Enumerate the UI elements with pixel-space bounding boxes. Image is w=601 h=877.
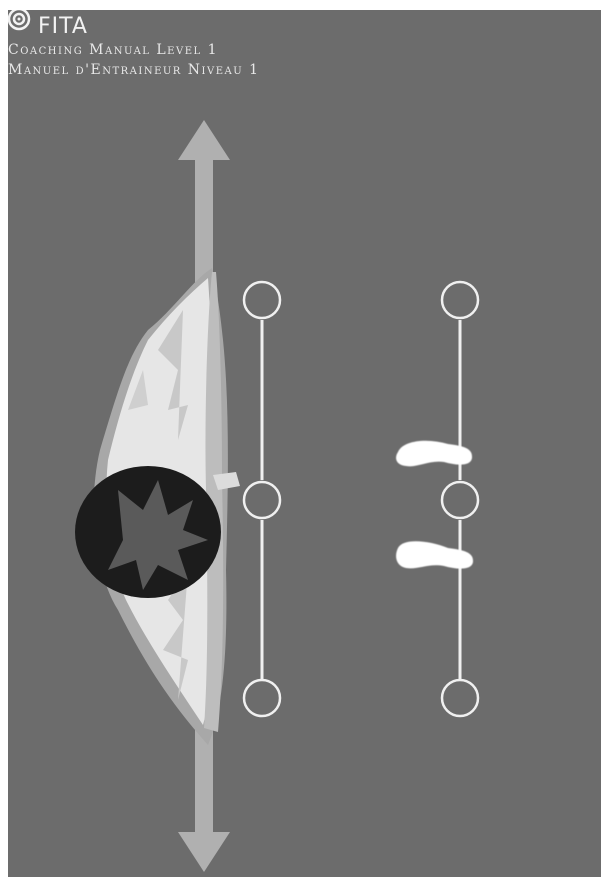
rail-ring-top <box>442 282 478 318</box>
arrow-down-icon <box>178 832 230 872</box>
archer-top-view-icon <box>75 268 240 745</box>
stance-diagram <box>8 10 601 877</box>
rail-ring-bottom <box>244 680 280 716</box>
arrow-up-icon <box>178 120 230 160</box>
alignment-rail-right <box>442 282 478 716</box>
alignment-rail-left <box>244 282 280 716</box>
rail-ring-top <box>244 282 280 318</box>
rail-ring-middle <box>442 482 478 518</box>
footprint-icon <box>396 441 473 569</box>
diagram-panel: FITA Coaching Manual Level 1 Manuel d'En… <box>8 10 601 877</box>
rail-ring-bottom <box>442 680 478 716</box>
rail-ring-middle <box>244 482 280 518</box>
